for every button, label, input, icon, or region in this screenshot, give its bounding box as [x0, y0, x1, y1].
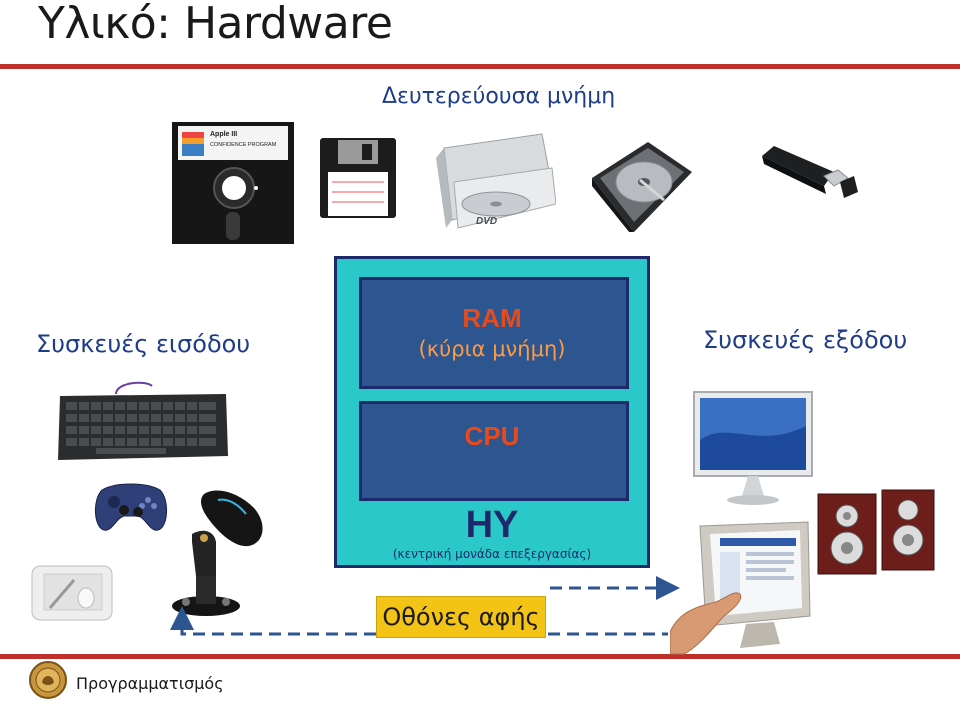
gamepad-icon	[95, 483, 167, 531]
floppy-label-2: CONFIDENCE PROGRAM	[210, 142, 277, 148]
computer-unit: RAM (κύρια μνήμη) CPU ΗΥ (κεντρική μονάδ…	[334, 256, 650, 568]
floppy-label-1: Apple III	[210, 131, 237, 138]
footer-rule	[0, 654, 960, 659]
ram-box	[359, 277, 629, 389]
arrow-to-input-devices	[170, 606, 376, 636]
dvd-drive-icon: DVD	[436, 133, 556, 229]
graphics-tablet-icon	[31, 565, 113, 621]
mouse-icon	[201, 490, 263, 547]
joystick-icon	[172, 530, 240, 616]
university-seal-icon	[29, 661, 67, 699]
ram-label: RAM	[462, 303, 522, 333]
secondary-memory-label: Δευτερεύουσα μνήμη	[382, 84, 616, 109]
keyboard-icon	[58, 381, 228, 460]
cpu-box	[359, 401, 629, 501]
slide-title: Υλικό: Hardware	[38, 0, 393, 49]
touch-monitor-icon	[670, 521, 811, 655]
footer-course-name: Προγραμματισμός	[76, 674, 224, 693]
computer-label: ΗΥ	[465, 504, 519, 546]
main-memory-label: (κύρια μνήμη)	[418, 337, 566, 361]
cpu-description: (κεντρική μονάδα επεξεργασίας)	[392, 547, 592, 561]
usb-stick-icon	[762, 146, 858, 198]
floppy-disk-525-icon: Apple III CONFIDENCE PROGRAM	[172, 122, 294, 244]
cpu-label: CPU	[464, 421, 520, 451]
monitor-icon	[693, 391, 813, 505]
title-rule	[0, 64, 960, 69]
dvd-logo: DVD	[476, 216, 497, 227]
touch-screens-label: Οθόνες αφής	[376, 596, 546, 638]
output-devices-label: Συσκευές εξόδου	[703, 326, 908, 354]
input-devices-label: Συσκευές εισόδου	[36, 330, 251, 358]
hard-disk-icon	[592, 142, 692, 232]
floppy-disk-35-icon	[320, 138, 396, 218]
speakers-icon	[817, 489, 935, 575]
